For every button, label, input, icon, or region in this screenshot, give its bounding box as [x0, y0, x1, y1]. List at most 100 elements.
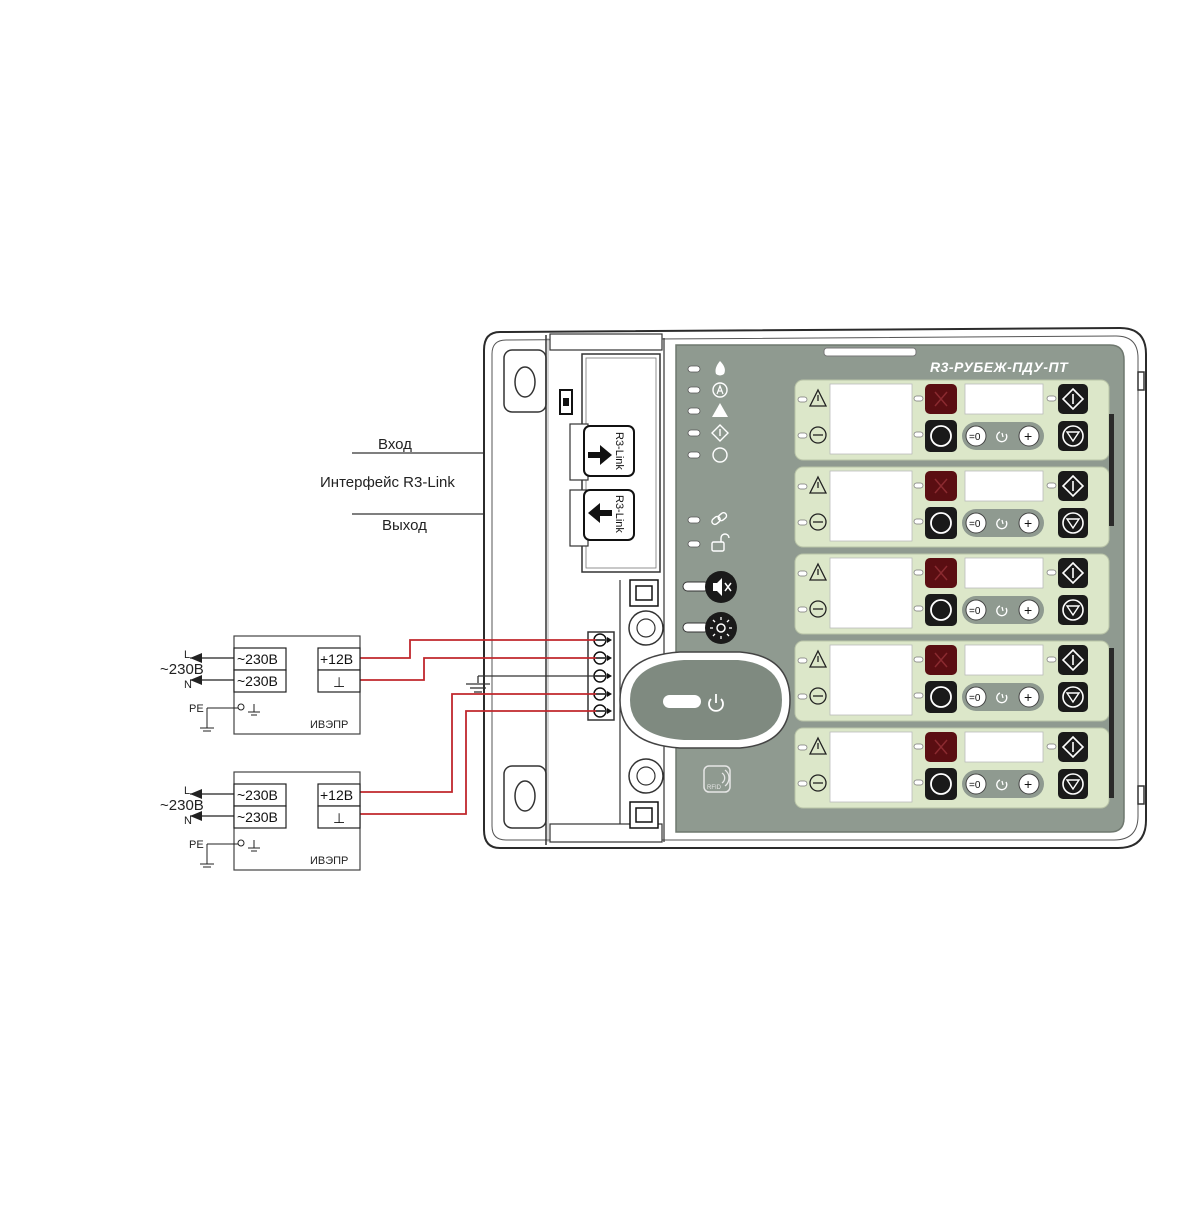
zone-off-button[interactable] — [925, 507, 957, 539]
warning-icon — [712, 403, 728, 417]
arrow-left-icon — [190, 789, 202, 799]
zone-control-strip: =0 + — [794, 553, 1110, 635]
plus-label: + — [1024, 602, 1032, 618]
warning-icon — [808, 562, 828, 581]
mute-button[interactable] — [682, 571, 737, 603]
plus-label: + — [1024, 776, 1032, 792]
pe-label: PE — [189, 839, 204, 851]
plus-button[interactable]: + — [1018, 686, 1040, 708]
zone-start-button[interactable] — [1058, 384, 1088, 414]
zone-off-button[interactable] — [925, 768, 957, 800]
r3link-input-label: R3-Link — [613, 432, 625, 470]
timer-icon — [996, 692, 1008, 704]
zone-timer-controls: =0 + — [962, 683, 1044, 711]
zone-status-window — [964, 470, 1044, 502]
zone-start-button[interactable] — [1058, 471, 1088, 501]
zone-stop-button[interactable] — [1058, 769, 1088, 799]
arrow-left-icon — [190, 675, 202, 685]
zone-alarm-button[interactable] — [925, 732, 957, 762]
zone-alarm-button[interactable] — [925, 645, 957, 675]
warning-icon — [808, 649, 828, 668]
mute-icon — [713, 578, 722, 596]
zone-timer-controls: =0 + — [962, 509, 1044, 537]
rfid-label: RFID — [707, 785, 722, 791]
mounting-hole-top — [514, 366, 536, 398]
rfid-reader-icon: RFID — [703, 765, 731, 793]
zone-alarm-button[interactable] — [925, 558, 957, 588]
line-l-label: L — [184, 649, 190, 661]
zone-alarm-button[interactable] — [925, 471, 957, 501]
zone-off-button[interactable] — [925, 681, 957, 713]
zone-status-window — [964, 644, 1044, 676]
psu-output-ground: ⊥ — [333, 810, 345, 826]
zone-stop-button[interactable] — [1058, 595, 1088, 625]
plus-label: + — [1024, 428, 1032, 444]
psu-input-n: ~230В — [237, 673, 278, 689]
zone-start-button[interactable] — [1058, 558, 1088, 588]
timer-icon — [996, 431, 1008, 443]
pe-label: PE — [189, 703, 204, 715]
zone-label-window — [829, 557, 913, 629]
status-led — [687, 540, 701, 548]
power-led — [663, 695, 701, 708]
ground-icon — [248, 704, 260, 716]
power-icon — [708, 694, 724, 712]
zone-led — [797, 519, 808, 526]
minus-circle-icon — [809, 426, 827, 444]
ground-icon — [200, 727, 214, 732]
plus-button[interactable]: + — [1018, 425, 1040, 447]
reset-button[interactable]: =0 — [965, 425, 987, 447]
fire-icon — [715, 361, 725, 376]
zone-off-button[interactable] — [925, 594, 957, 626]
reset-button[interactable]: =0 — [965, 599, 987, 621]
power-button[interactable] — [619, 651, 791, 749]
line-n-label: N — [184, 815, 192, 827]
reset-button[interactable]: =0 — [965, 773, 987, 795]
zone-label-window — [829, 470, 913, 542]
zone-timer-controls: =0 + — [962, 422, 1044, 450]
unlock-icon — [711, 533, 730, 552]
reset-button[interactable]: =0 — [965, 512, 987, 534]
zone-led — [797, 657, 808, 664]
timer-icon — [996, 605, 1008, 617]
plus-button[interactable]: + — [1018, 512, 1040, 534]
zone-status-window — [964, 557, 1044, 589]
zone-label-window — [829, 644, 913, 716]
zone-led — [797, 780, 808, 787]
lamp-test-button[interactable] — [682, 612, 737, 644]
mains-label: ~230В — [160, 661, 204, 678]
reset-label: =0 — [969, 432, 981, 443]
zone-stop-button[interactable] — [1058, 682, 1088, 712]
zone-control-strip: =0 + — [794, 640, 1110, 722]
timer-icon — [996, 518, 1008, 530]
zone-label-window — [829, 383, 913, 455]
arrow-left-icon — [588, 503, 612, 523]
minus-circle-icon — [809, 687, 827, 705]
zone-stop-button[interactable] — [1058, 508, 1088, 538]
status-led — [687, 365, 701, 373]
r3link-output-label: R3-Link — [613, 495, 625, 533]
zone-start-button[interactable] — [1058, 645, 1088, 675]
reset-button[interactable]: =0 — [965, 686, 987, 708]
plus-button[interactable]: + — [1018, 773, 1040, 795]
ground-icon — [200, 863, 214, 868]
zone-off-button[interactable] — [925, 420, 957, 452]
plus-button[interactable]: + — [1018, 599, 1040, 621]
psu-input-l: ~230В — [237, 651, 278, 667]
arrow-left-icon — [190, 653, 202, 663]
ground-icon — [248, 840, 260, 852]
zone-start-button[interactable] — [1058, 732, 1088, 762]
zone-control-strip: =0 + — [794, 379, 1110, 461]
zone-alarm-button[interactable] — [925, 384, 957, 414]
warning-icon — [808, 736, 828, 755]
link-icon — [711, 512, 728, 526]
zone-control-strip: =0 + — [794, 727, 1110, 809]
r3link-output-connector: R3-Link — [583, 489, 635, 541]
zone-timer-controls: =0 + — [962, 770, 1044, 798]
arrow-right-icon — [588, 445, 612, 465]
zone-stop-button[interactable] — [1058, 421, 1088, 451]
status-led — [687, 407, 701, 415]
